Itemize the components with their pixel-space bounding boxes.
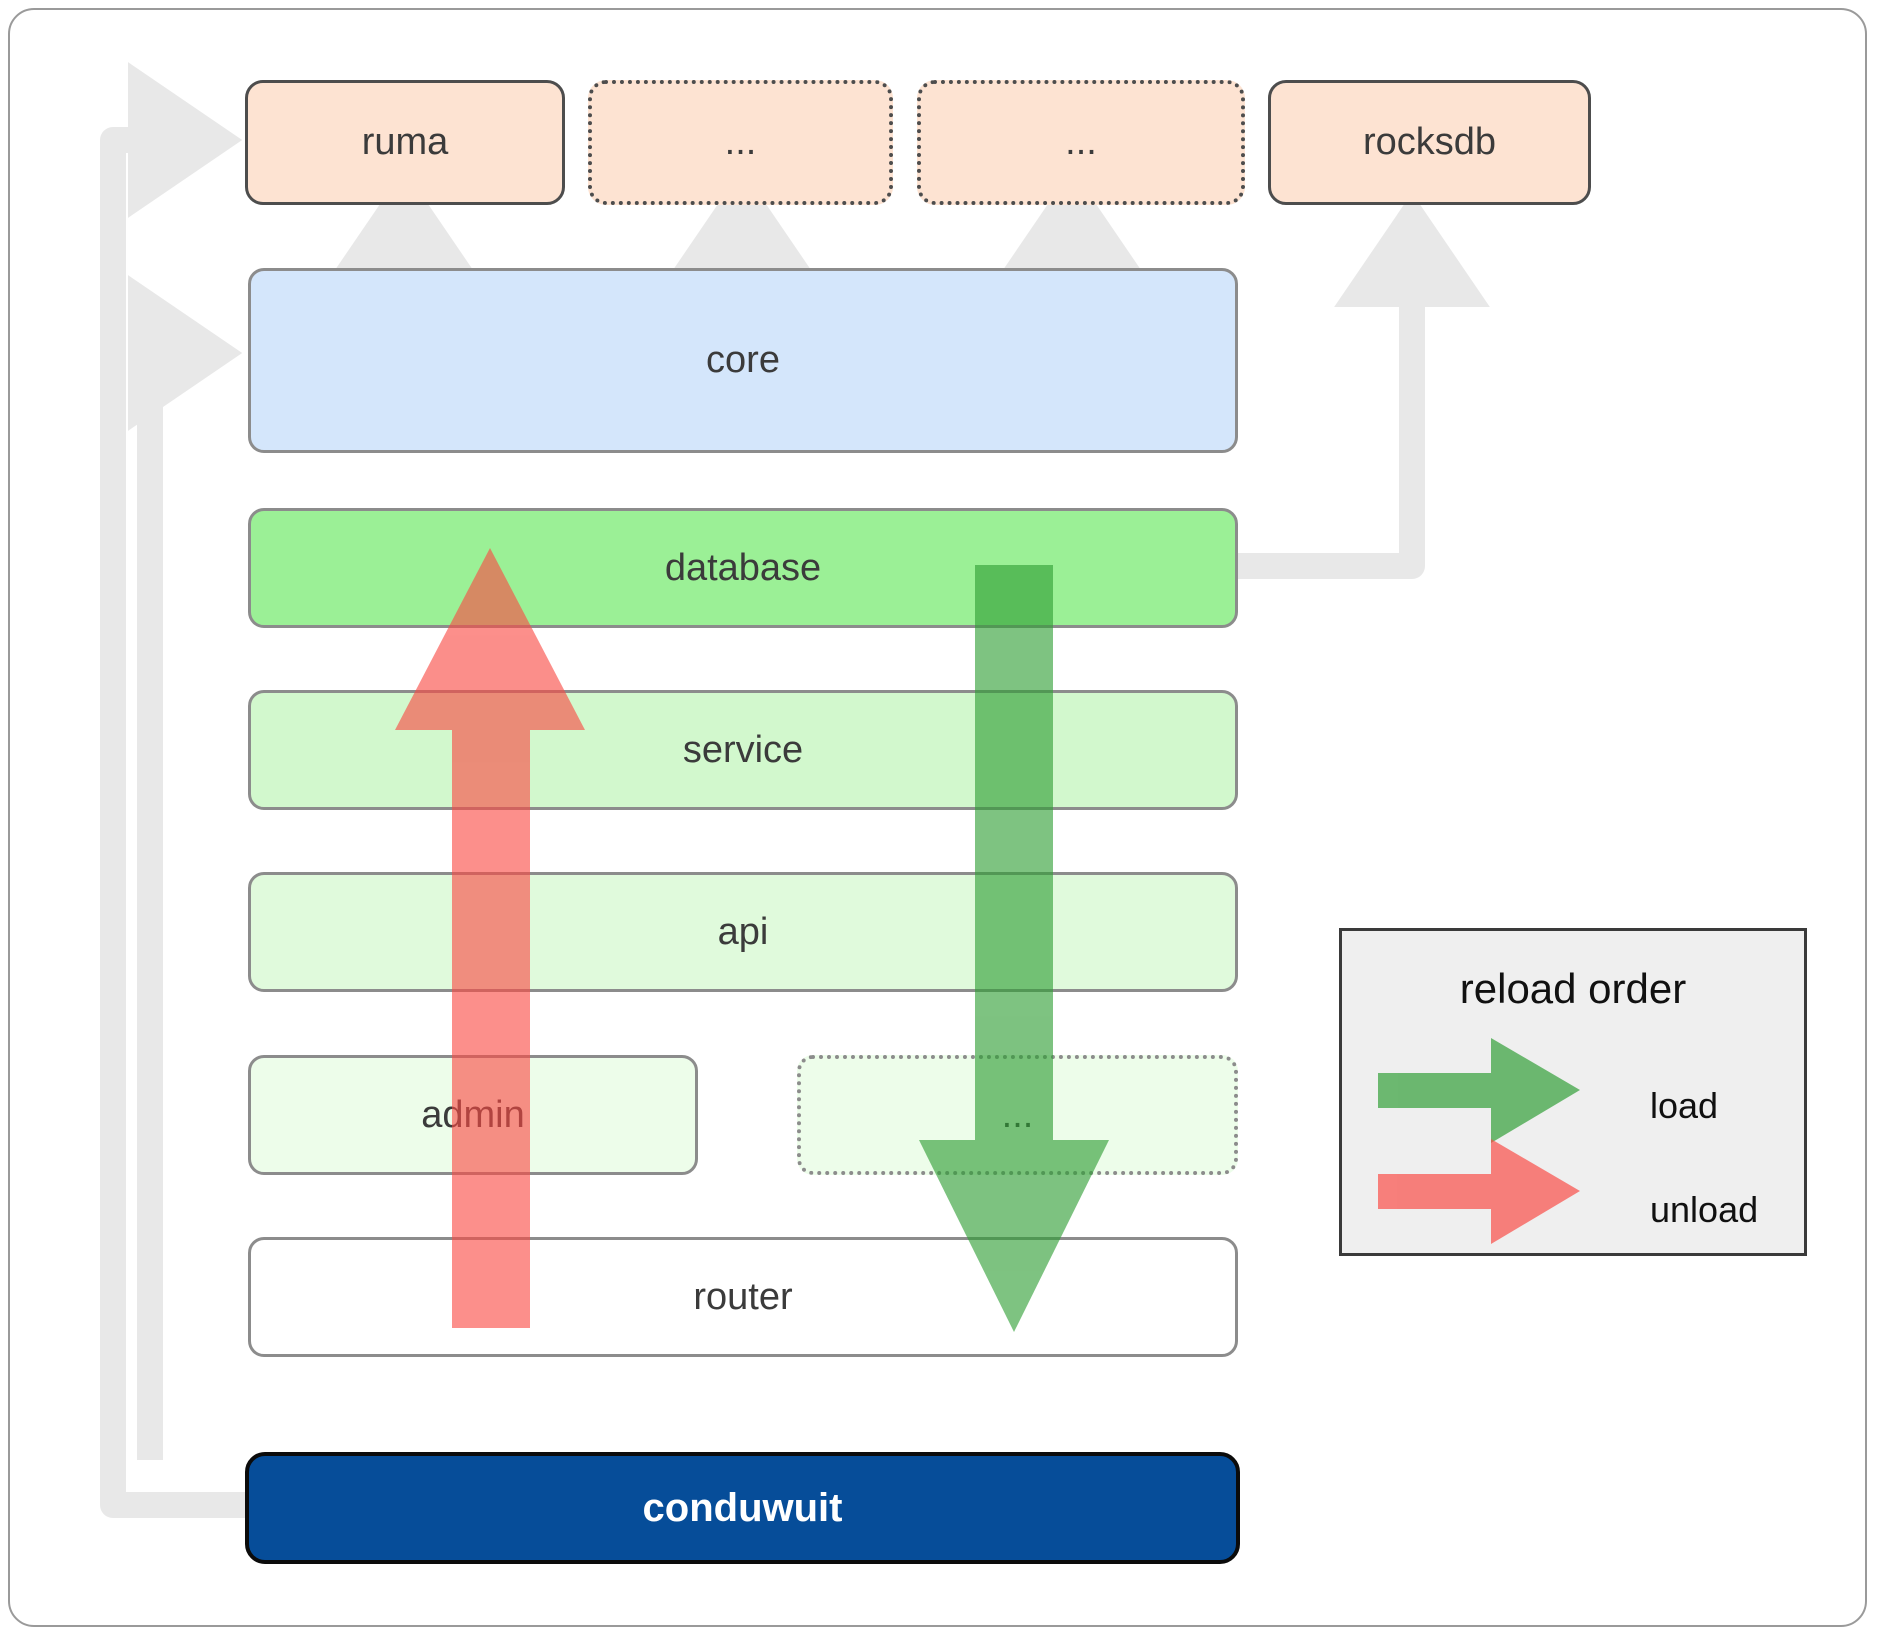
dependency-label-dots-2: ... (1065, 121, 1097, 163)
diagram-outer-frame (8, 8, 1867, 1627)
legend-label-load: load (1650, 1085, 1719, 1126)
app-label-conduwuit: conduwuit (642, 1485, 843, 1530)
dependency-box-dots-2[interactable]: ... (917, 80, 1245, 205)
layer-label-database: database (664, 546, 822, 589)
dependency-label-dots-1: ... (724, 121, 757, 163)
layer-label-admin: admin (421, 1093, 525, 1136)
dependency-box-rocksdb[interactable]: rocksdb (1268, 80, 1591, 205)
layer-label-dots: ... (1001, 1093, 1034, 1136)
layer-box-api[interactable]: api (248, 872, 1238, 992)
dependency-box-ruma[interactable]: ruma (245, 80, 565, 205)
layer-label-service: service (682, 728, 804, 771)
layer-label-api: api (717, 910, 769, 953)
layer-box-database[interactable]: database (248, 508, 1238, 628)
layer-box-core[interactable]: core (248, 268, 1238, 453)
layer-label-router: router (693, 1275, 793, 1318)
dependency-label-rocksdb: rocksdb (1362, 121, 1497, 163)
layer-box-admin[interactable]: admin (248, 1055, 698, 1175)
app-box-conduwuit[interactable]: conduwuit (245, 1452, 1240, 1564)
layer-box-router[interactable]: router (248, 1237, 1238, 1357)
legend-title: reload order (1459, 965, 1687, 1012)
layer-box-dots[interactable]: ... (797, 1055, 1238, 1175)
dependency-label-ruma: ruma (361, 121, 449, 163)
layer-box-service[interactable]: service (248, 690, 1238, 810)
dependency-box-dots-1[interactable]: ... (588, 80, 893, 205)
layer-label-core: core (706, 339, 780, 381)
legend-label-unload: unload (1650, 1189, 1759, 1230)
legend-panel: reload order load unload (1339, 928, 1807, 1256)
